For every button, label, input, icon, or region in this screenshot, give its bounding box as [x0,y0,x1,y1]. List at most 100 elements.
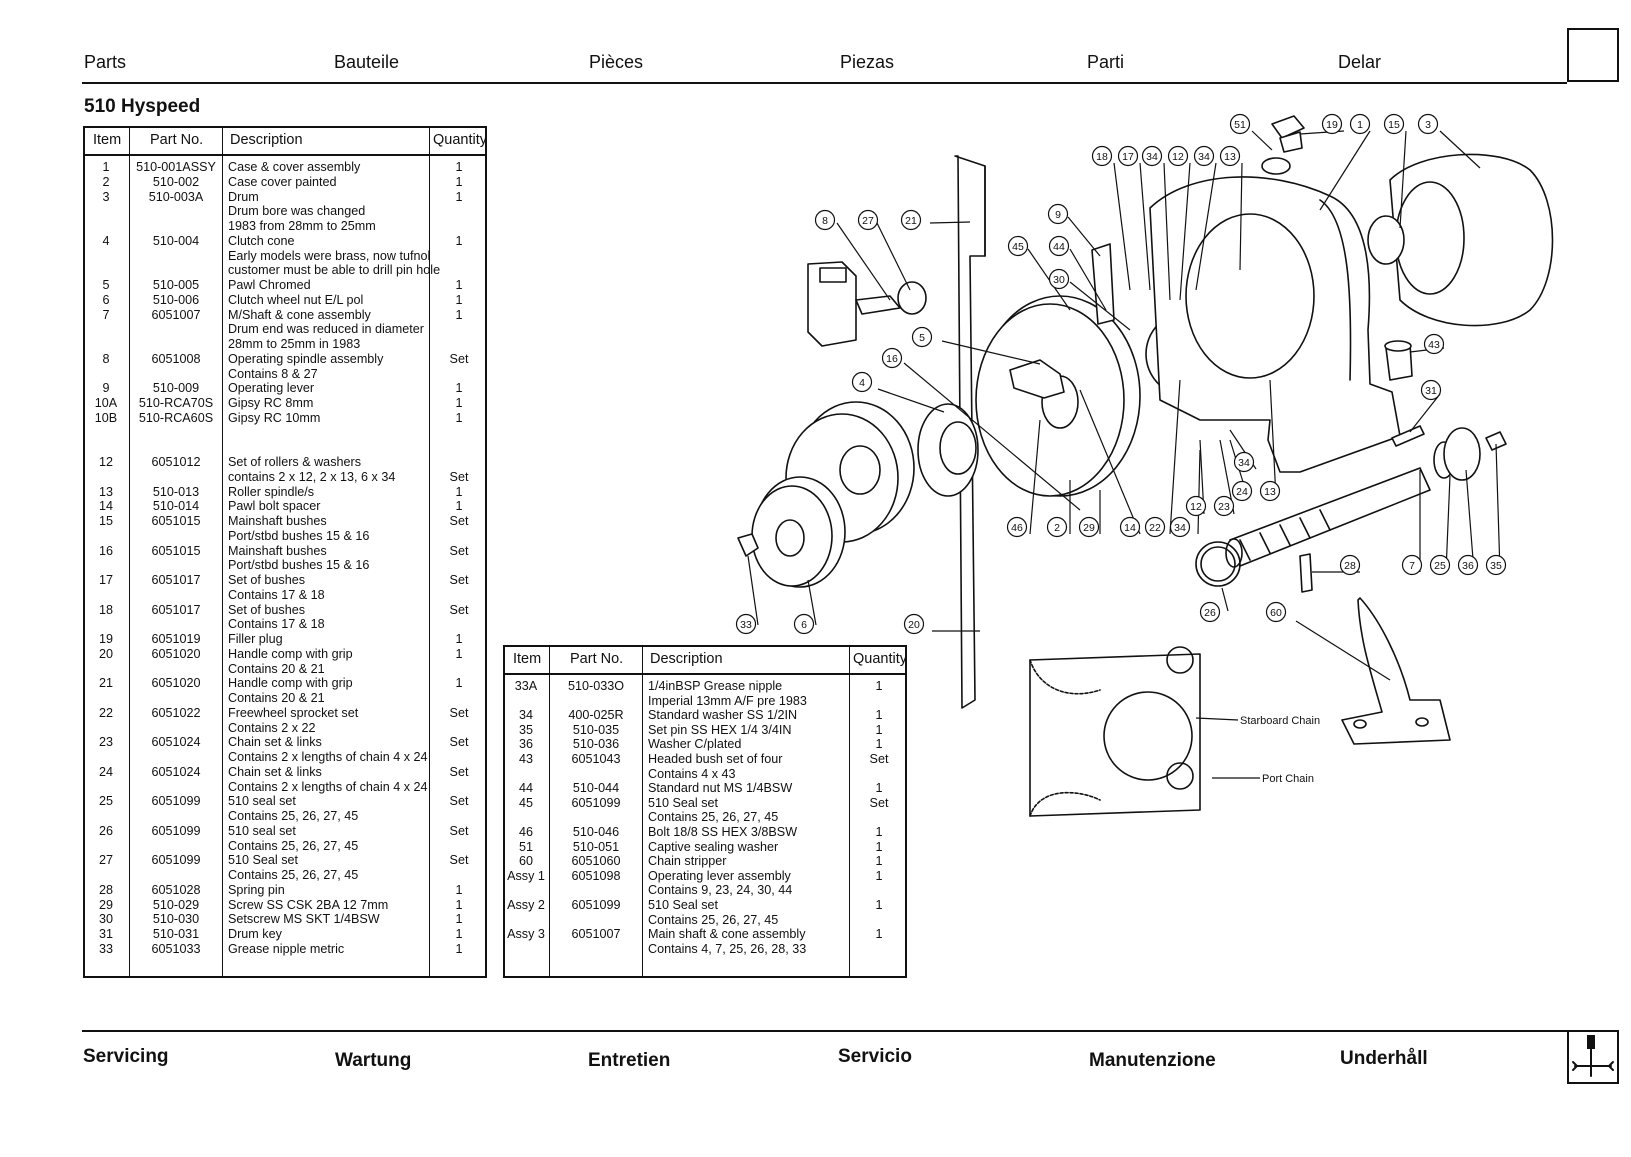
cell-part: 6051015 [151,543,201,558]
col-header-qty: Quantity [853,651,907,667]
cell-item: 34 [518,708,533,723]
callout-circle [1117,145,1139,167]
cell-part: 6051020 [151,676,201,691]
cell-qty: 1 [455,927,463,941]
cell-part: 510-RCA60S [138,410,214,425]
cell-desc: Chain set & links [228,735,322,750]
callout-circle [1231,480,1253,502]
callout-circle [1119,516,1141,538]
cell-desc: Washer C/plated [648,737,742,752]
callout-circle [881,347,903,369]
parts-table-left: Item Part No. Description Quantity 1 510-… [83,126,487,978]
callout-number: 12 [1190,501,1202,513]
cell-qty: 1 [455,292,463,307]
cell-qty: Set [869,752,889,766]
cell-desc: Set pin SS HEX 1/4 3/4IN [648,722,792,737]
cell-qty: 1 [455,484,463,499]
cell-desc: Standard washer SS 1/2IN [648,708,798,723]
cell-desc: Operating lever [228,381,315,396]
cell-qty: 1 [875,781,883,796]
parts-table-left-header: Item Part No. Description Quantity [85,128,487,156]
callout-number: 23 [1218,501,1230,513]
cell-desc: Set of rollers & washers [228,455,361,469]
callout-circle [1185,495,1207,517]
cell-desc: Screw SS CSK 2BA 12 7mm [228,897,389,912]
cell-qty: 1 [875,854,883,869]
callout-number: 45 [1012,241,1024,253]
cell-desc: Contains 2 x lengths of chain 4 x 24 [228,750,428,764]
cell-item: 60 [518,854,533,869]
callout-circle [1423,333,1445,355]
tools-box [1567,1030,1619,1084]
cell-qty: 1 [875,825,883,839]
callout-number: 9 [1055,209,1061,221]
cell-qty: 1 [455,307,463,322]
header-label-bauteile: Bauteile [334,52,400,72]
cell-desc: 510 seal set [228,823,296,838]
cell-part: 510-046 [572,825,620,839]
cell-desc: Case cover painted [228,174,337,189]
cell-item: 33A [514,679,538,693]
cell-part: 6051017 [151,602,201,617]
cell-qty: Set [449,573,469,587]
callout-circle [1259,480,1281,502]
callout-circle [1429,554,1451,576]
callout-circle [1046,516,1068,538]
col-divider [549,647,550,976]
cell-desc: 28mm to 25mm in 1983 [228,337,361,351]
cell-desc: Contains 25, 26, 27, 45 [228,838,359,853]
col-divider [129,128,130,976]
cell-qty: Set [449,543,469,558]
callout-number: 21 [905,215,917,227]
cell-qty: Set [449,514,469,528]
cell-desc: Bolt 18/8 SS HEX 3/8BSW [648,825,798,839]
callout-circle [1048,235,1070,257]
cell-item: 36 [518,737,533,752]
chain-label-port: Port Chain [1262,773,1314,785]
callout-circle [1457,554,1479,576]
callout-circle [851,371,873,393]
callout-number: 36 [1462,560,1474,572]
cell-item: 28 [98,882,113,897]
cell-desc: Set of bushes [228,602,306,617]
footer-label-servicio: Servicio [838,1046,912,1067]
cell-part: 510-051 [572,839,620,854]
cell-desc: Captive sealing washer [648,839,779,854]
callout-circle [1199,601,1221,623]
callout-circle [1006,516,1028,538]
cell-item: 6 [102,292,110,307]
cell-item: 25 [98,794,113,809]
cell-part: 510-013 [152,484,200,499]
cell-part: 6051015 [151,514,201,528]
callout-number: 3 [1425,119,1431,131]
cell-desc: Setscrew MS SKT 1/4BSW [228,912,380,927]
wrench-screwdriver-icon [1572,1035,1614,1077]
callout-number: 34 [1174,522,1186,534]
cell-item: 20 [98,646,113,661]
cell-qty: 1 [875,898,883,912]
cell-qty: 1 [455,233,463,248]
cell-desc: Grease nipple metric [228,941,345,956]
callout-number: 51 [1234,119,1246,131]
callout-circle [1485,554,1507,576]
cell-item: 2 [102,174,110,189]
cell-desc: 1/4inBSP Grease nipple [648,679,783,693]
cell-desc: Contains 8 & 27 [228,366,318,381]
cell-item: 29 [98,897,113,912]
cell-part: 6051099 [151,823,201,838]
callout-circle [1401,554,1423,576]
cell-item: 13 [98,484,113,499]
cell-item: 4 [102,233,110,248]
footer-rule [82,1030,1567,1032]
callout-number: 13 [1224,151,1236,163]
cell-desc: Set of bushes [228,573,306,587]
col-header-part: Part No. [150,132,204,148]
page-corner-box [1567,28,1619,82]
callout-number: 16 [886,353,898,365]
cell-item: 24 [98,764,113,779]
cell-desc: Roller spindle/s [228,484,315,499]
cell-item: 23 [98,735,113,750]
header-label-parts: Parts [84,52,127,72]
cell-item: 19 [98,632,113,646]
